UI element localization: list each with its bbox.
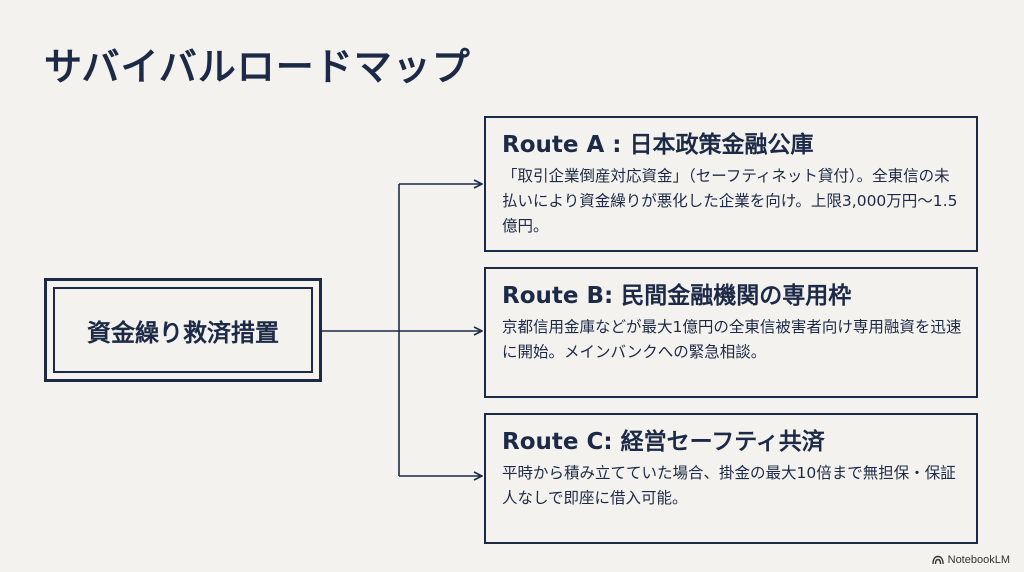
route-a-description: 「取引企業倒産対応資金」（セーフティネット貸付）。全東信の未払いにより資金繰りが… <box>502 167 958 235</box>
route-a-box: Route A : 日本政策金融公庫 「取引企業倒産対応資金」（セーフティネット… <box>484 116 978 252</box>
center-label: 資金繰り救済措置 <box>87 318 279 347</box>
center-box-inner: 資金繰り救済措置 <box>53 287 313 373</box>
notebooklm-logo-icon <box>931 555 944 565</box>
route-c-description: 平時から積み立てていた場合、掛金の最大10倍まで無担保・保証人なしで即座に借入可… <box>502 464 956 507</box>
watermark-text: NotebookLM <box>947 554 1010 566</box>
page-title: サバイバルロードマップ <box>44 45 471 89</box>
route-b-box: Route B: 民間金融機関の専用枠 京都信用金庫などが最大1億円の全東信被害… <box>484 267 978 398</box>
center-box: 資金繰り救済措置 <box>44 278 322 382</box>
route-c-title: Route C: 経営セーフティ共済 <box>502 429 825 455</box>
route-c-box: Route C: 経営セーフティ共済 平時から積み立てていた場合、掛金の最大10… <box>484 413 978 544</box>
route-a-title: Route A : 日本政策金融公庫 <box>502 132 814 158</box>
route-b-title: Route B: 民間金融機関の専用枠 <box>502 283 852 309</box>
watermark: NotebookLM <box>931 554 1010 566</box>
route-b-description: 京都信用金庫などが最大1億円の全東信被害者向け専用融資を迅速に開始。メインバンク… <box>502 318 962 361</box>
